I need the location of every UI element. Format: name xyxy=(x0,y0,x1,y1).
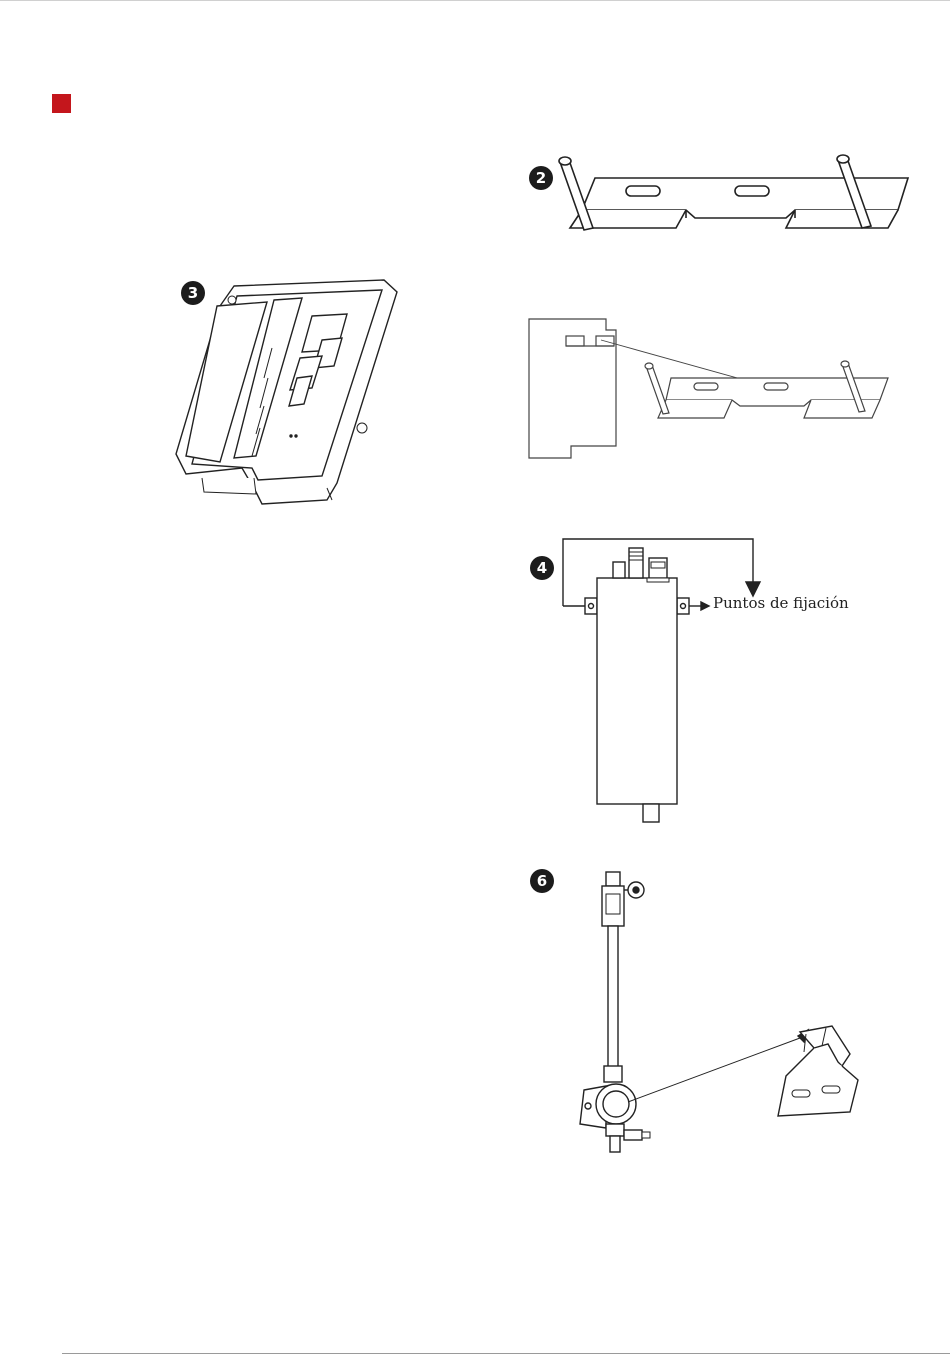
step-2-bracket-figure xyxy=(540,150,920,250)
pump-assembly-illustration xyxy=(570,866,870,1158)
step-4-tank-figure xyxy=(555,536,765,828)
top-border-rule xyxy=(0,0,950,7)
step-6-pump-assembly-figure xyxy=(570,866,870,1158)
step-3-housing-figure xyxy=(172,278,402,506)
fixing-points-callout: Puntos de fijación xyxy=(713,594,849,612)
section-marker-icon xyxy=(52,94,71,113)
housing-illustration xyxy=(172,278,402,506)
step-2-panel-mount-figure xyxy=(526,316,896,461)
tank-illustration xyxy=(555,536,765,828)
bracket-illustration xyxy=(540,150,920,250)
step-4-badge: 4 xyxy=(530,556,554,580)
bottom-rule xyxy=(62,1353,950,1354)
panel-mount-illustration xyxy=(526,316,896,461)
step-6-badge: 6 xyxy=(530,869,554,893)
